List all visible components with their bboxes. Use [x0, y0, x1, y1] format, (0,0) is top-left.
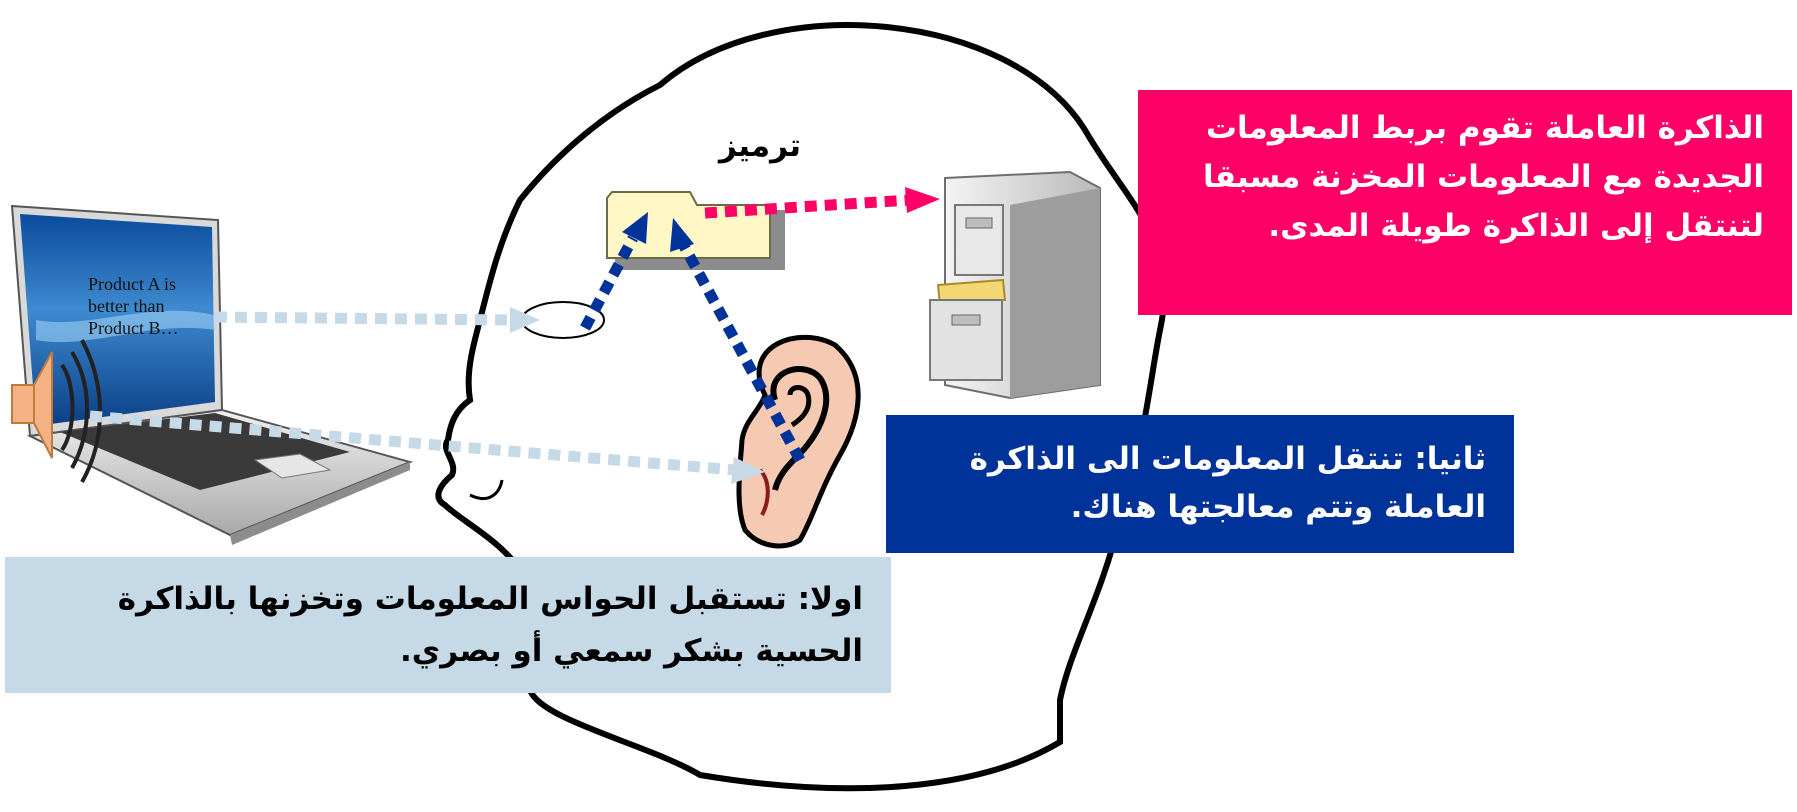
- box-text-line: اولا: تستقبل الحواس المعلومات وتخزنها با…: [117, 581, 863, 617]
- box-text-line: الحسية بشكر سمعي أو بصري.: [400, 633, 863, 669]
- second-step-box: ثانيا: تنتقل المعلومات الى الذاكرة العام…: [886, 415, 1514, 553]
- arrow-pink: [704, 187, 940, 219]
- screen-text-line: Product B…: [88, 318, 179, 338]
- lip-line: [469, 479, 504, 501]
- screen-text-line: Product A is: [88, 274, 177, 294]
- file-cabinet-icon: [929, 170, 1101, 400]
- first-step-box: اولا: تستقبل الحواس المعلومات وتخزنها با…: [5, 557, 891, 693]
- screen-text-line: better than: [88, 296, 165, 316]
- arrow-light-bottom: [89, 410, 765, 484]
- arrow-blue-eye: [580, 212, 648, 331]
- laptop-screen-text: Product A is better than Product B…: [88, 273, 238, 339]
- box-text-line: العاملة وتتم معالجتها هناك.: [1070, 489, 1486, 525]
- box-text-line: الجديدة مع المعلومات المخزنة مسبقا: [1203, 159, 1764, 195]
- laptop-icon: [10, 204, 414, 545]
- box-text-line: لتنتقل إلى الذاكرة طويلة المدى.: [1268, 208, 1764, 244]
- arrow-blue-ear: [670, 218, 805, 463]
- box-text-line: ثانيا: تنتقل المعلومات الى الذاكرة: [969, 441, 1486, 477]
- working-memory-box: الذاكرة العاملة تقوم بربط المعلومات الجد…: [1138, 90, 1792, 315]
- arrow-light-top: [214, 307, 540, 333]
- ear-icon: [736, 334, 861, 549]
- encode-label: ترميز: [718, 128, 802, 164]
- box-text-line: الذاكرة العاملة تقوم بربط المعلومات: [1205, 110, 1764, 146]
